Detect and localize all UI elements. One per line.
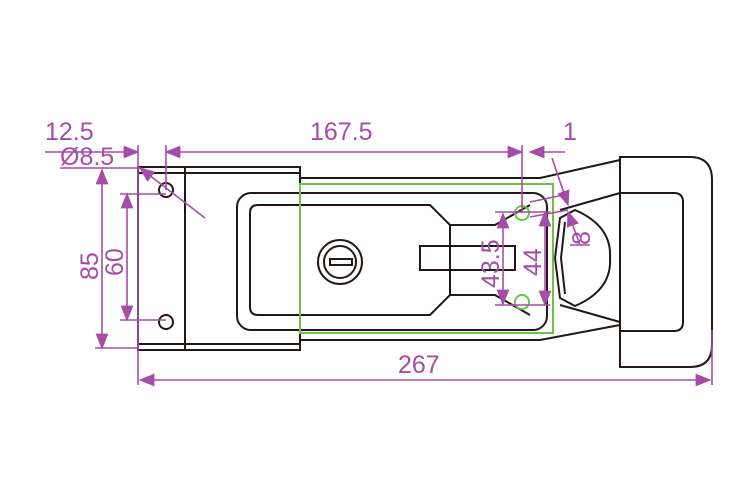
dim-gap: 1: [563, 118, 577, 146]
dim-hole-diameter: Ø8.5: [60, 143, 114, 171]
dim-hole-spacing-vertical: 60: [101, 248, 129, 276]
dim-hole-spacing-horizontal: 167.5: [310, 118, 373, 146]
dim-keeper-height: 44: [519, 248, 547, 276]
hinge-plate: [184, 166, 301, 351]
dim-keeper-hole-spacing: 43.5: [477, 239, 505, 288]
handle: [619, 156, 713, 368]
latch-bar: [419, 245, 516, 271]
hook: [553, 208, 612, 308]
dim-keeper-hole: 8: [568, 231, 596, 245]
mounting-hole-bottom: [158, 314, 174, 330]
keeper-plate: [299, 183, 554, 334]
latch-body: [137, 156, 713, 368]
dim-offset: 12.5: [45, 118, 94, 146]
lock-cylinder-icon: [317, 239, 363, 285]
dim-base-height: 85: [76, 252, 104, 280]
lever-arm: [300, 159, 621, 341]
dim-overall-length: 267: [398, 351, 440, 379]
dimension-lines: [45, 145, 713, 387]
